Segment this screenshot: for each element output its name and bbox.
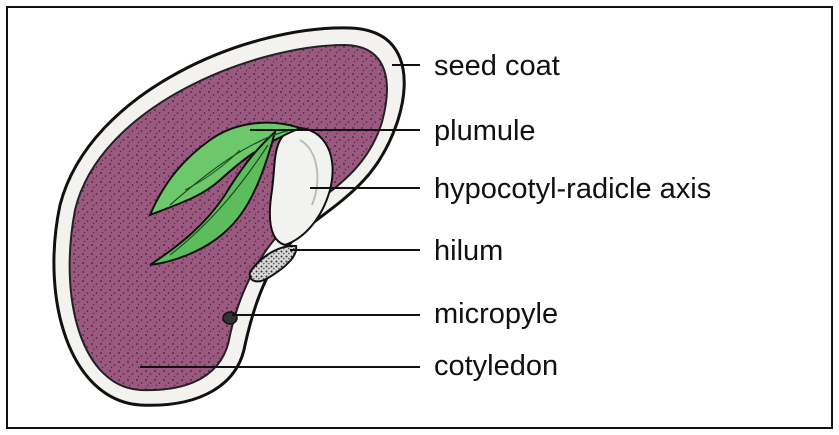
label-cotyledon: cotyledon <box>434 350 558 382</box>
label-hypocotyl-radicle-axis: hypocotyl-radicle axis <box>434 173 711 205</box>
label-seed-coat: seed coat <box>434 50 560 82</box>
micropyle-shape <box>223 312 237 324</box>
label-plumule: plumule <box>434 115 536 147</box>
label-micropyle: micropyle <box>434 298 558 330</box>
label-hilum: hilum <box>434 235 503 267</box>
